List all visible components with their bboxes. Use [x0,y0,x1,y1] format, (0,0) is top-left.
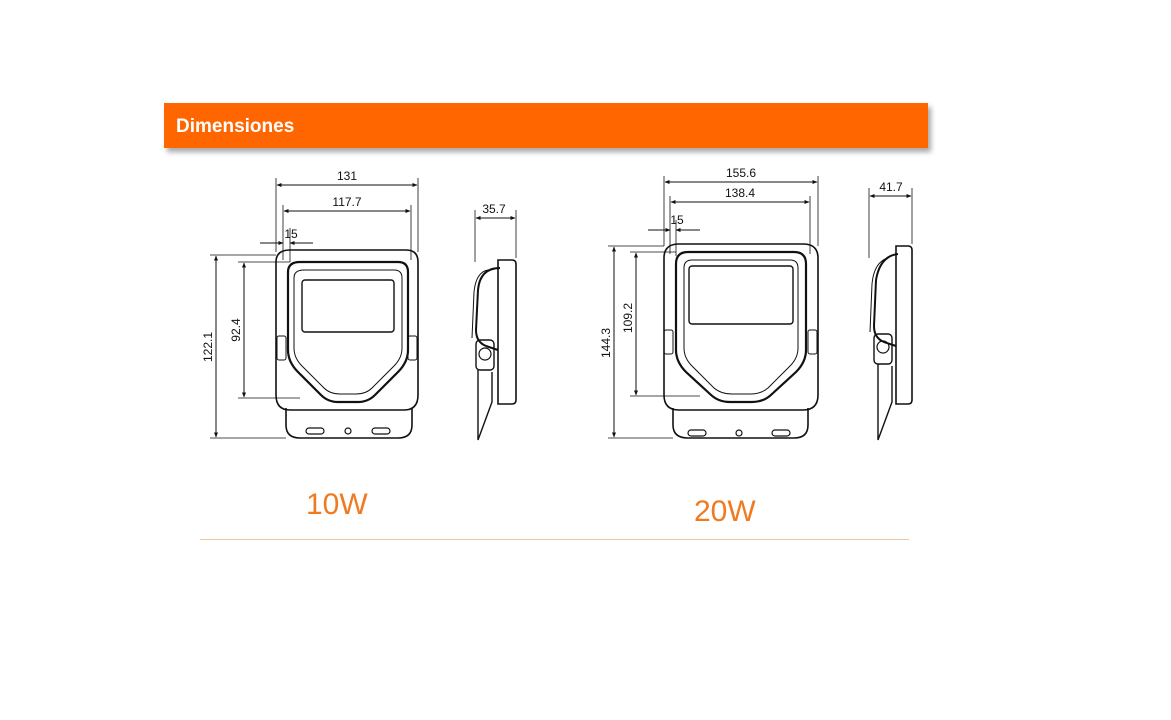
divider-line [200,539,909,540]
model-label-10w: 10W [306,488,368,521]
front-view-10w [275,249,419,439]
side-view-10w [471,259,517,441]
dim-10w-depth: 35.7 [482,202,506,216]
dim-20w-width-outer: 155.6 [726,166,756,180]
dim-20w-height-inner: 109.2 [621,303,635,333]
front-view-20w [663,243,819,439]
section-header: Dimensiones [164,103,928,148]
dim-10w-height-inner: 92.4 [229,318,243,342]
dimensions-10w-front: 131 117.7 15 122.1 92.4 [201,169,419,439]
dimensions-10w-side: 35.7 [474,202,517,262]
side-view-20w [869,245,913,441]
dim-20w-width-inner: 138.4 [725,186,755,200]
model-label-20w: 20W [694,495,756,528]
section-title: Dimensiones [176,116,295,137]
dimensions-20w-front: 155.6 138.4 15 144.3 109.2 [599,166,819,439]
dim-10w-width-inner: 117.7 [332,195,361,209]
dim-10w-width-outer: 131 [337,169,357,183]
dim-10w-offset: 15 [284,227,298,241]
dim-10w-height-outer: 122.1 [201,332,215,362]
dim-20w-height-outer: 144.3 [599,328,613,358]
dimensions-20w-side: 41.7 [868,180,913,258]
dim-20w-depth: 41.7 [879,180,903,194]
dim-20w-offset: 15 [670,213,684,227]
